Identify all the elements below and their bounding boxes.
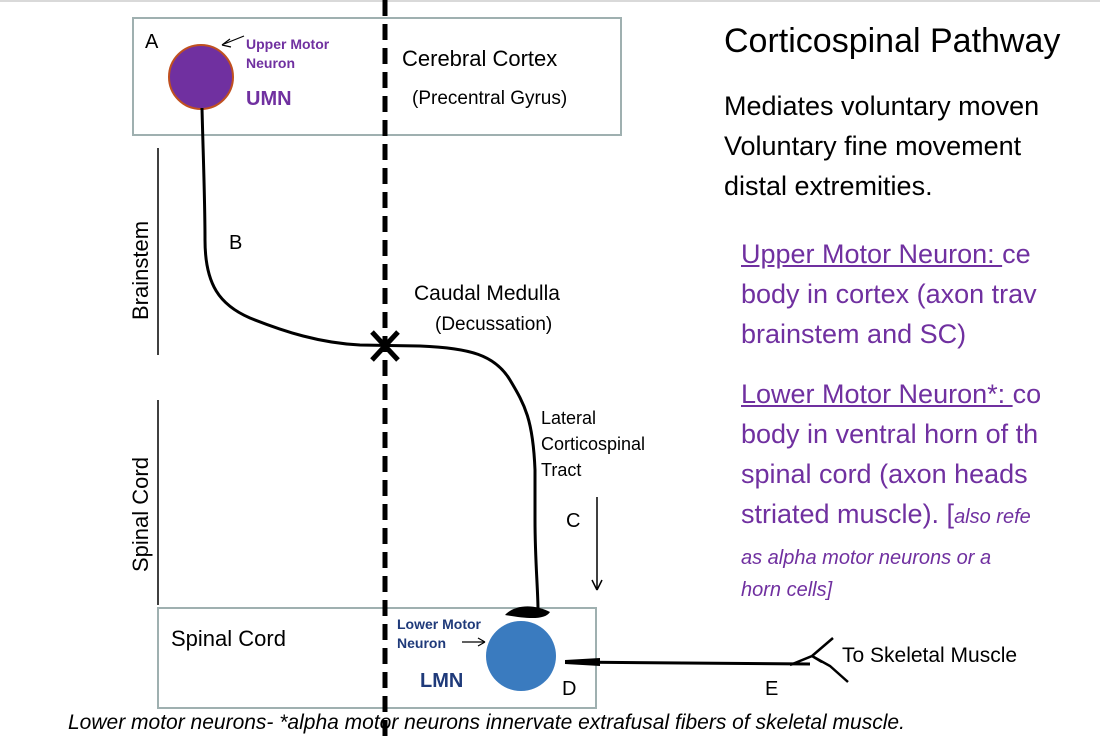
label-b: B (229, 232, 243, 254)
lct-line3: Tract (541, 460, 582, 480)
lmn-definition-line4: striated muscle). [ (741, 499, 955, 529)
lmn-definition: Lower Motor Neuron*: co body in ventral … (741, 374, 1041, 537)
umn-label-line1: Upper Motor (246, 36, 330, 52)
spinal-cord-box-label: Spinal Cord (171, 626, 286, 651)
lmn-soma (486, 621, 556, 691)
axon-terminal (505, 606, 550, 619)
lmn-definition-line4-italic: also refe (954, 506, 1031, 528)
slide-title: Corticospinal Pathway (724, 22, 1061, 60)
umn-soma (168, 44, 234, 110)
lmn-axon (564, 660, 811, 666)
umn-definition-rest: ce (1002, 239, 1031, 269)
top-border (0, 0, 1100, 2)
lmn-definition-line3: spinal cord (axon heads (741, 459, 1028, 489)
lct-line1: Lateral (541, 408, 597, 428)
lmn-definition-line5: as alpha motor neurons or a (741, 547, 992, 569)
corticospinal-axon (200, 107, 540, 611)
label-a: A (145, 31, 159, 53)
lmn-definition-term: Lower Motor Neuron*: (741, 379, 1013, 409)
brainstem-label: Brainstem (128, 220, 153, 320)
umn-label-line2: Neuron (246, 55, 295, 71)
label-d: D (562, 678, 577, 700)
footnote: Lower motor neurons- *alpha motor neuron… (68, 711, 905, 734)
decussation-x (370, 330, 400, 362)
label-c: C (566, 510, 581, 532)
intro-text: Mediates voluntary moven Voluntary fine … (724, 86, 1039, 206)
umn-definition-line3: brainstem and SC) (741, 319, 967, 349)
spinal-cord-box (157, 607, 597, 709)
lmn-label-line2: Neuron (397, 635, 446, 651)
lmn-definition-line2: body in ventral horn of th (741, 419, 1039, 449)
intro-line1: Mediates voluntary moven (724, 91, 1040, 121)
lmn-definition-note: as alpha motor neurons or a horn cells] (741, 542, 991, 606)
label-e: E (765, 678, 779, 700)
lmn-definition-line6: horn cells] (741, 579, 833, 601)
umn-pointer-line (223, 35, 245, 45)
decussation-label: (Decussation) (435, 314, 553, 335)
muscle-branch (789, 637, 849, 683)
precentral-gyrus-label: (Precentral Gyrus) (412, 88, 568, 109)
lmn-pointer-head (477, 637, 486, 647)
lmn-abbrev: LMN (420, 670, 464, 692)
lmn-label-line1: Lower Motor (397, 616, 481, 632)
lmn-definition-rest: co (1012, 379, 1042, 409)
umn-abbrev: UMN (246, 88, 292, 110)
caudal-medulla-label: Caudal Medulla (414, 282, 560, 305)
cerebral-cortex-box (132, 17, 622, 136)
arrow-c-head (591, 579, 603, 591)
umn-definition-line2: body in cortex (axon trav (741, 279, 1037, 309)
to-skeletal-muscle-label: To Skeletal Muscle (842, 644, 1018, 667)
umn-definition-term: Upper Motor Neuron: (741, 239, 1003, 269)
umn-pointer-head (221, 38, 232, 48)
spinal-cord-side-label: Spinal Cord (128, 457, 153, 572)
lct-line2: Corticospinal (541, 434, 646, 454)
intro-line2: Voluntary fine movement (724, 131, 1022, 161)
intro-line3: distal extremities. (724, 171, 933, 201)
lmn-axon-taper (565, 658, 600, 666)
umn-definition: Upper Motor Neuron: ce body in cortex (a… (741, 234, 1037, 354)
cerebral-cortex-label: Cerebral Cortex (402, 46, 558, 71)
